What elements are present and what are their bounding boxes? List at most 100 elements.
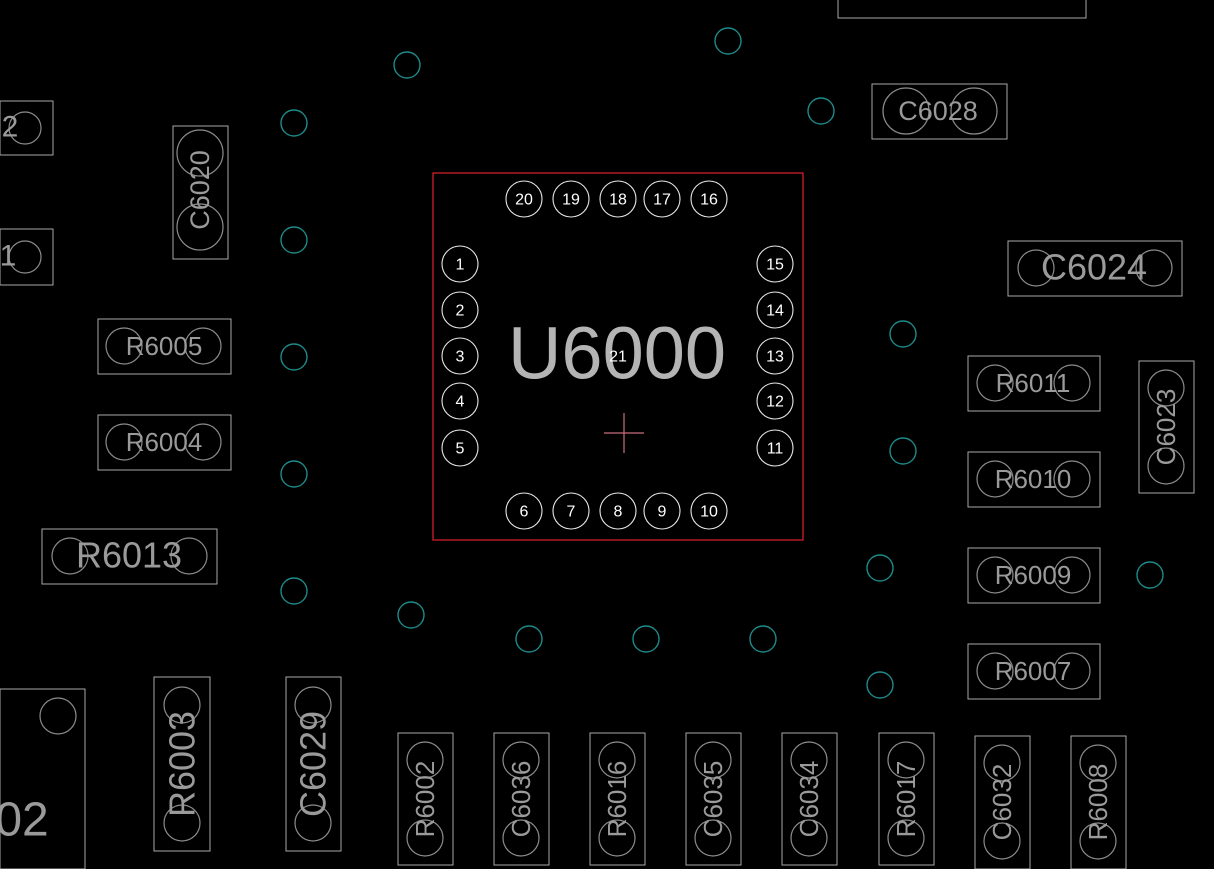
component-pad [950, 87, 998, 135]
component-c6020[interactable]: C6020 [172, 125, 229, 260]
component-r6013[interactable]: R6013 [41, 528, 218, 585]
component-pad [1053, 364, 1091, 402]
component-r6017[interactable]: R6017 [878, 732, 935, 866]
via [280, 577, 308, 605]
component-reference: R6005 [126, 331, 203, 361]
component-pad [983, 822, 1021, 860]
via [866, 671, 894, 699]
component-pad [406, 741, 444, 779]
component-c6035[interactable]: C6035 [685, 732, 742, 866]
ic-pin-pad [505, 180, 543, 218]
component-outline [781, 732, 838, 866]
component-pad [976, 556, 1014, 594]
ic-pin-8[interactable]: 8 [599, 492, 637, 530]
ic-pin-17[interactable]: 17 [643, 180, 681, 218]
component-pad [694, 741, 732, 779]
component-pad [1053, 460, 1091, 498]
component-c6034[interactable]: C6034 [781, 732, 838, 866]
component-r6005[interactable]: R6005 [97, 318, 232, 375]
ic-pin-pad [505, 492, 543, 530]
component-r6008[interactable]: R6008 [1070, 735, 1127, 869]
component-pad [1079, 822, 1117, 860]
ic-pin-19[interactable]: 19 [552, 180, 590, 218]
ic-pin-3[interactable]: 3 [441, 337, 479, 375]
ic-pin-2[interactable]: 2 [441, 291, 479, 329]
component-r6002[interactable]: R6002 [397, 732, 454, 866]
ic-pin-pad [643, 492, 681, 530]
ic-pin-10[interactable]: 10 [690, 492, 728, 530]
component-pad [406, 819, 444, 857]
via-layer [280, 27, 1164, 699]
ic-pin-14[interactable]: 14 [756, 291, 794, 329]
component-c6029[interactable]: C6029 [285, 676, 342, 852]
component-r6011[interactable]: R6011 [967, 355, 1101, 412]
ic-pin-15[interactable]: 15 [756, 245, 794, 283]
component-pad [598, 819, 636, 857]
component-partial-1[interactable]: 1 [0, 228, 54, 286]
component-r6003[interactable]: R6003 [153, 676, 211, 852]
ic-pin-13[interactable]: 13 [756, 337, 794, 375]
ic-pin-pad [690, 492, 728, 530]
component-pad [163, 686, 201, 724]
ic-pin-1[interactable]: 1 [441, 245, 479, 283]
component-pad [163, 804, 201, 842]
component-reference: 1 [0, 240, 16, 273]
ic-pin-pad [441, 337, 479, 375]
ic-pin-12[interactable]: 12 [756, 382, 794, 420]
offscreen-component-outline [837, 0, 1087, 19]
component-c6023[interactable]: C6023 [1138, 360, 1195, 494]
ic-pin-4[interactable]: 4 [441, 382, 479, 420]
component-r6007[interactable]: R6007 [967, 643, 1101, 700]
ic-pin-number: 17 [653, 192, 671, 209]
component-pad [887, 741, 925, 779]
ic-pin-11[interactable]: 11 [756, 429, 794, 467]
ic-pin-number: 7 [567, 504, 576, 521]
ic-pin-9[interactable]: 9 [643, 492, 681, 530]
component-reference: C6034 [794, 761, 824, 838]
component-reference: R6007 [995, 656, 1072, 686]
component-pad [1017, 249, 1055, 287]
component-pad [1147, 369, 1185, 407]
ic-pin-pad [756, 291, 794, 329]
ic-pin-21[interactable]: 21 [609, 349, 627, 366]
via [397, 601, 425, 629]
component-c6032[interactable]: C6032 [974, 735, 1031, 869]
component-reference: R6002 [410, 761, 440, 838]
component-reference: R6008 [1083, 764, 1113, 841]
component-partial-02[interactable]: 02 [0, 688, 86, 869]
via [280, 109, 308, 137]
ic-pin-6[interactable]: 6 [505, 492, 543, 530]
ic-pin-number: 1 [456, 257, 465, 274]
component-pad [294, 686, 332, 724]
component-r6009[interactable]: R6009 [967, 547, 1101, 604]
component-c6024[interactable]: C6024 [1007, 240, 1183, 297]
component-reference: C6024 [1041, 247, 1147, 288]
ic-pin-20[interactable]: 20 [505, 180, 543, 218]
ic-pin-16[interactable]: 16 [690, 180, 728, 218]
ic-pin-number: 14 [766, 303, 784, 320]
ic-pin-5[interactable]: 5 [441, 429, 479, 467]
component-reference: R6009 [995, 560, 1072, 590]
ic-pin-pad [441, 382, 479, 420]
ic-pin-pad [599, 180, 637, 218]
ic-pin-pad [643, 180, 681, 218]
component-partial-2[interactable]: 2 [0, 100, 54, 156]
ic-pin-pad [756, 337, 794, 375]
component-outline [0, 100, 54, 156]
component-r6004[interactable]: R6004 [97, 414, 232, 471]
component-reference: 02 [0, 794, 49, 847]
component-c6036[interactable]: C6036 [493, 732, 550, 866]
ic-pin-7[interactable]: 7 [552, 492, 590, 530]
component-outline [97, 414, 232, 471]
component-pad [105, 327, 143, 365]
component-pad [694, 819, 732, 857]
component-c6028[interactable]: C6028 [871, 83, 1008, 140]
via [714, 27, 742, 55]
component-r6010[interactable]: R6010 [967, 451, 1101, 508]
component-r6016[interactable]: R6016 [589, 732, 646, 866]
ic-pin-number: 16 [700, 192, 718, 209]
component-pad [8, 240, 42, 274]
ic-pin-18[interactable]: 18 [599, 180, 637, 218]
